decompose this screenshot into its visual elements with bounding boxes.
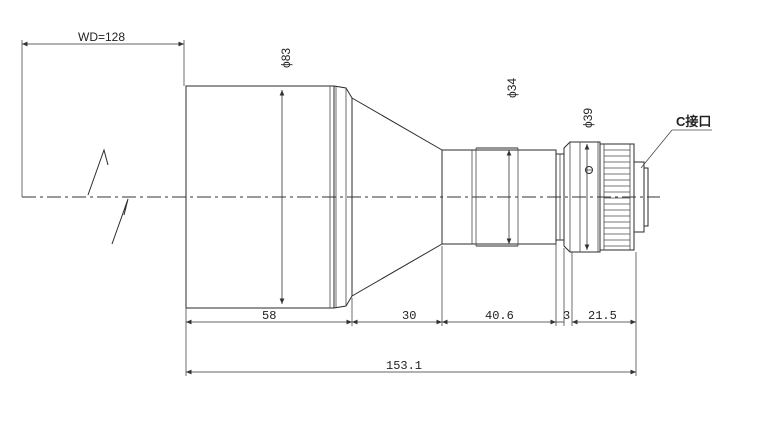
c-mount-label: C接口: [676, 114, 711, 129]
c-mount-callout: C接口: [640, 114, 712, 169]
dim-21-5: 21.5: [588, 309, 617, 323]
overall-dimension: 153.1: [186, 359, 636, 375]
dim-40-6: 40.6: [485, 309, 514, 323]
dim-total: 153.1: [386, 359, 422, 373]
rear-ring: ϕ39: [563, 108, 601, 253]
dim-30: 30: [402, 309, 416, 323]
front-barrel: ϕ83: [185, 48, 353, 309]
dim-3: 3: [563, 309, 570, 323]
c-mount-thread: [633, 161, 649, 233]
wd-label: WD=128: [78, 30, 125, 44]
wd-dimension: WD=128: [21, 30, 185, 245]
dia-rear-label: ϕ39: [581, 108, 595, 128]
dia-mid-label: ϕ34: [505, 78, 519, 98]
extension-lines: [185, 242, 637, 376]
dia-front-label: ϕ83: [279, 48, 293, 68]
middle-barrel: ϕ34: [441, 78, 557, 247]
dim-58: 58: [262, 309, 276, 323]
segment-dimensions: 58 30 40.6 3 21.5: [186, 309, 636, 325]
